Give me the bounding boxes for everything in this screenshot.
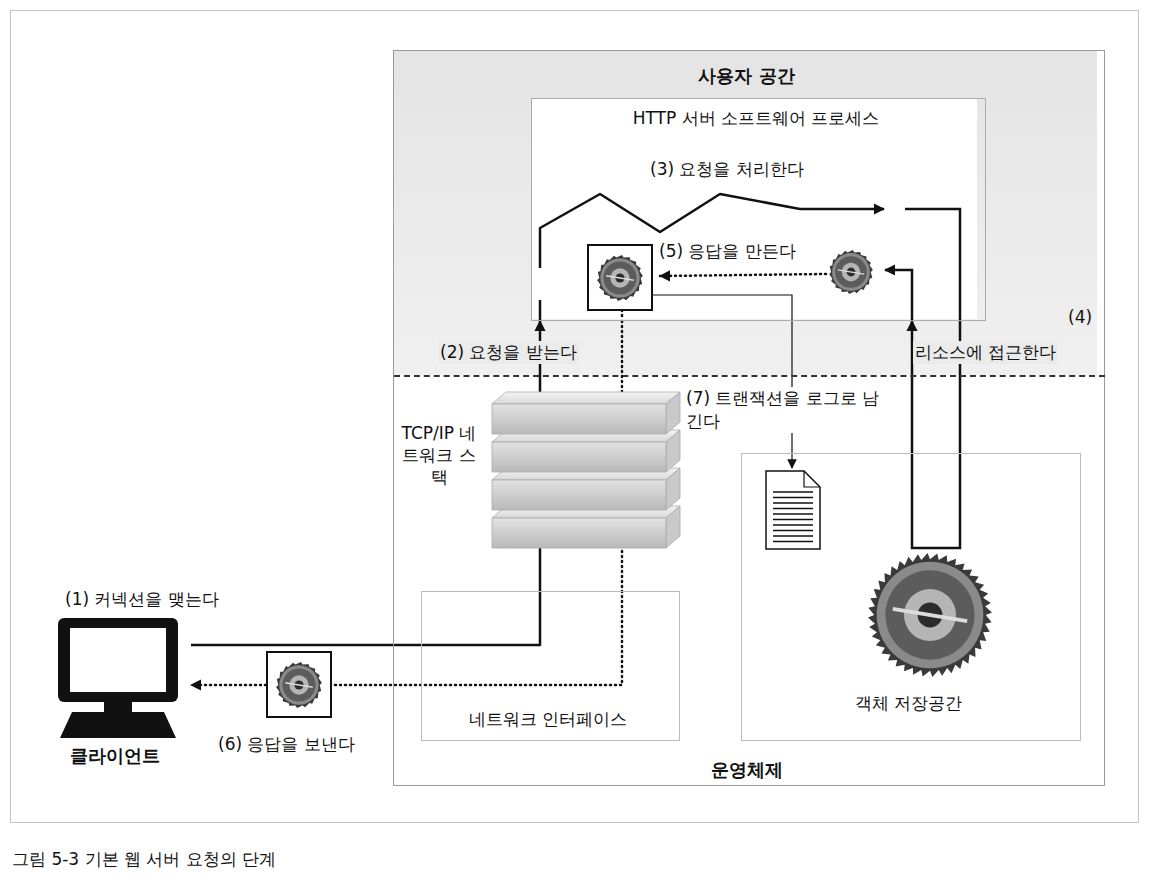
step-label: (7) 트랜잭션을 로그로 남긴다 <box>684 387 898 433</box>
figure-frame <box>11 11 1139 823</box>
request-line <box>539 300 542 320</box>
step-label: (5) 응답을 만든다 <box>657 240 798 263</box>
node-label: TCP/IP 네트워크 스택 <box>399 422 479 488</box>
step-label: (6) 응답을 보낸다 <box>216 733 357 756</box>
node-label: 운영체제 <box>394 758 1099 781</box>
step-label: (4) <box>1066 306 1094 329</box>
step-label: (2) 요청을 받는다 <box>438 341 579 364</box>
computer-icon <box>58 618 178 738</box>
saw-blade <box>597 255 643 301</box>
log-document <box>766 471 820 549</box>
node-label: 객체 저장공간 <box>742 692 1075 714</box>
node-label: 네트워크 인터페이스 <box>422 708 674 730</box>
connector <box>191 321 540 645</box>
process-box: HTTP 서버 소프트웨어 프로세스 <box>531 98 986 321</box>
stack-slab <box>492 430 680 472</box>
user-space-band: 사용자 공간 HTTP 서버 소프트웨어 프로세스 <box>394 51 1105 377</box>
figure-caption: 그림 5-3 기본 웹 서버 요청의 단계 <box>12 848 276 871</box>
saw-blade <box>868 553 992 677</box>
stack-slab <box>492 506 680 548</box>
user-space-fill <box>394 51 1097 375</box>
storage-box: 객체 저장공간 <box>741 453 1081 741</box>
saw-blade <box>829 250 873 294</box>
interface-box: 네트워크 인터페이스 <box>421 591 680 741</box>
step-label: 리소스에 접근한다 <box>913 341 1058 364</box>
step-label: (1) 커넥션을 맺는다 <box>63 588 221 611</box>
node-label: 클라이언트 <box>45 744 185 767</box>
send-line <box>621 310 624 320</box>
resource-line <box>885 270 912 320</box>
stack-slab <box>492 468 680 510</box>
stack-slabs <box>492 392 680 548</box>
step-label: (3) 요청을 처리한다 <box>648 158 806 181</box>
node-label: 사용자 공간 <box>394 64 1099 87</box>
client-node: 클라이언트 <box>45 612 191 772</box>
build-line <box>660 274 826 276</box>
resource-line <box>905 209 960 548</box>
saw-blade <box>276 662 322 708</box>
saw-blades <box>276 250 992 708</box>
tcpip-stack: TCP/IP 네트워크 스택 <box>399 386 686 551</box>
response-box <box>267 652 331 717</box>
stack-slab <box>492 392 680 434</box>
response-box <box>588 245 652 310</box>
node-label: HTTP 서버 소프트웨어 프로세스 <box>532 107 980 129</box>
